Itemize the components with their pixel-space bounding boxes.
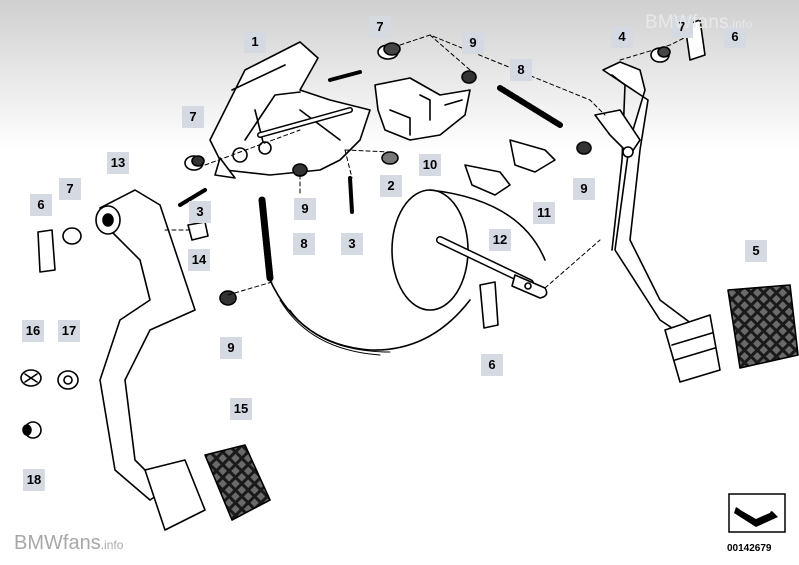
bushing-part-2 [381, 151, 399, 165]
leader-lines [164, 34, 691, 296]
grommet-part-9-top [461, 70, 477, 84]
watermark-top: BMWfans.info [645, 12, 752, 34]
watermark-brand-left: BMW [645, 12, 693, 33]
callout-part-9: 9 [220, 337, 242, 359]
callout-part-8: 8 [510, 59, 532, 81]
callout-part-2: 2 [380, 175, 402, 197]
watermark-bottom: BMWfans.info [14, 532, 123, 555]
clip-part-14 [187, 221, 209, 241]
callout-part-7: 7 [369, 16, 391, 38]
pedal-bracket-part-1 [209, 41, 371, 179]
callout-part-7: 7 [182, 106, 204, 128]
switch-holder-part-10 [374, 77, 471, 141]
callout-part-9: 9 [462, 32, 484, 54]
callout-part-6: 6 [724, 26, 746, 48]
bushing-part-7-right [650, 46, 671, 63]
watermark-suffix: .info [728, 17, 753, 31]
watermark-brand-right: fans [62, 532, 101, 554]
callout-part-15: 15 [230, 398, 252, 420]
pedal-pad-part-5 [664, 284, 799, 383]
orientation-arrow-icon [728, 493, 786, 533]
watermark-suffix: .info [100, 538, 124, 552]
callout-part-12: 12 [489, 229, 511, 251]
bushing-part-7-left [62, 155, 205, 245]
callout-part-6: 6 [30, 194, 52, 216]
callout-part-14: 14 [188, 249, 210, 271]
callout-part-10: 10 [419, 154, 441, 176]
pedal-part-13 [95, 189, 206, 531]
callout-part-13: 13 [107, 152, 129, 174]
callout-part-3: 3 [189, 201, 211, 223]
grommet-part-9-right [576, 141, 592, 155]
pedal-pad-part-15 [204, 444, 271, 521]
callout-part-17: 17 [58, 320, 80, 342]
reference-number: 00142679 [727, 543, 772, 554]
callout-part-7: 7 [59, 178, 81, 200]
callout-part-8: 8 [293, 233, 315, 255]
watermark-brand-right: fans [692, 12, 729, 33]
callout-part-1: 1 [244, 31, 266, 53]
pedal-part-4 [594, 61, 701, 341]
bushing-part-7-top [377, 42, 401, 60]
callout-part-18: 18 [23, 469, 45, 491]
rivet-part-18 [22, 421, 42, 439]
callout-part-16: 16 [22, 320, 44, 342]
bolt-part-3 [178, 176, 354, 214]
callout-part-9: 9 [573, 178, 595, 200]
callout-part-7: 7 [671, 16, 693, 38]
callout-part-9: 9 [294, 198, 316, 220]
callout-part-4: 4 [611, 26, 633, 48]
callout-part-11: 11 [533, 202, 555, 224]
nut-part-17 [57, 370, 79, 390]
spring-part-8-middle [258, 196, 274, 282]
spring-part-8-top [497, 85, 563, 128]
grommet-part-9-left [219, 163, 308, 306]
callout-part-6: 6 [481, 354, 503, 376]
watermark-brand-left: BMW [14, 532, 63, 554]
screw-part-16 [20, 369, 42, 387]
callout-part-3: 3 [341, 233, 363, 255]
clip-part-6-left [37, 229, 499, 329]
callout-part-5: 5 [745, 240, 767, 262]
switch-part-11 [464, 139, 556, 196]
